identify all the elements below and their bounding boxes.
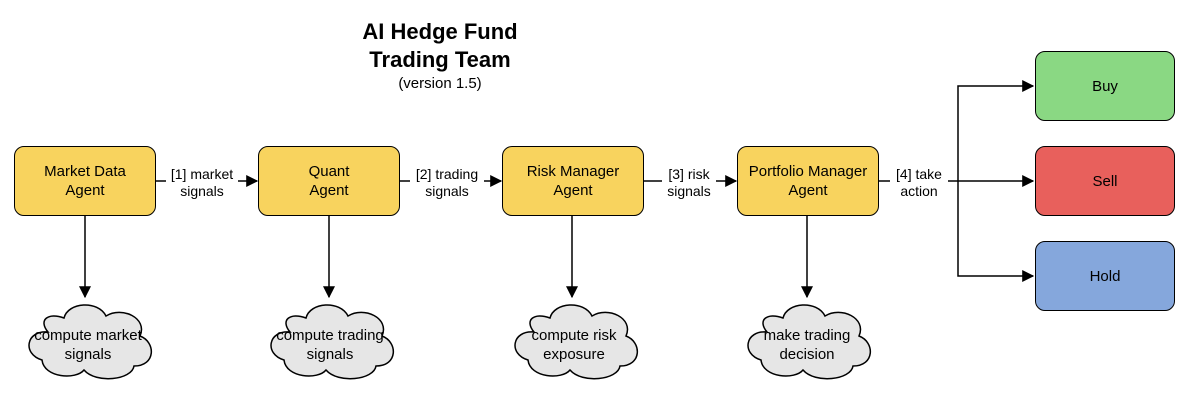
cloud-make-trading-decision: make trading decision xyxy=(737,326,877,364)
edge-label-2-line1: [2] trading xyxy=(415,166,479,182)
quant-agent-line1: Quant xyxy=(308,163,350,180)
cloud-4-line2: decision xyxy=(779,346,835,363)
edge-label-4-line1: [4] take xyxy=(896,166,942,182)
cloud-1-line1: compute market xyxy=(34,327,142,344)
edge-label-3-line2: signals xyxy=(667,183,711,199)
hold-label: Hold xyxy=(1089,267,1121,285)
market-data-agent-line2: Agent xyxy=(65,182,105,199)
cloud-4-line1: make trading xyxy=(763,327,851,344)
cloud-3-line2: exposure xyxy=(543,346,605,363)
sell-label: Sell xyxy=(1092,172,1118,190)
sell-action: Sell xyxy=(1035,146,1175,216)
edge-label-3-line1: [3] risk xyxy=(668,166,710,182)
edge-label-1-line1: [1] market xyxy=(170,166,234,182)
version-label: (version 1.5) xyxy=(398,75,482,92)
cloud-compute-trading-signals: compute trading signals xyxy=(260,326,400,364)
cloud-compute-risk-exposure: compute risk exposure xyxy=(504,326,644,364)
cloud-2-line1: compute trading xyxy=(276,327,384,344)
title-line-1: AI Hedge Fund xyxy=(362,19,518,44)
risk-manager-agent-line1: Risk Manager xyxy=(526,163,620,180)
diagram-title: AI Hedge Fund Trading Team (version 1.5) xyxy=(300,18,580,94)
market-data-agent-line1: Market Data xyxy=(44,163,126,180)
cloud-3-line1: compute risk xyxy=(531,327,617,344)
arrow-to-buy xyxy=(957,80,1035,181)
edge-label-4-line2: action xyxy=(900,183,938,199)
arrow-to-hold xyxy=(957,181,1035,282)
cloud-1-line2: signals xyxy=(64,346,112,363)
quant-agent-line2: Agent xyxy=(309,182,349,199)
cloud-2-line2: signals xyxy=(306,346,354,363)
cloud-compute-market-signals: compute market signals xyxy=(18,326,158,364)
edge-label-2-line2: signals xyxy=(425,183,469,199)
hold-action: Hold xyxy=(1035,241,1175,311)
buy-label: Buy xyxy=(1092,77,1118,95)
buy-action: Buy xyxy=(1035,51,1175,121)
edge-label-1-line2: signals xyxy=(180,183,224,199)
portfolio-manager-agent-line1: Portfolio Manager xyxy=(748,163,868,180)
risk-manager-agent-line2: Agent xyxy=(553,182,593,199)
portfolio-manager-agent-line2: Agent xyxy=(788,182,828,199)
title-line-2: Trading Team xyxy=(369,47,511,72)
